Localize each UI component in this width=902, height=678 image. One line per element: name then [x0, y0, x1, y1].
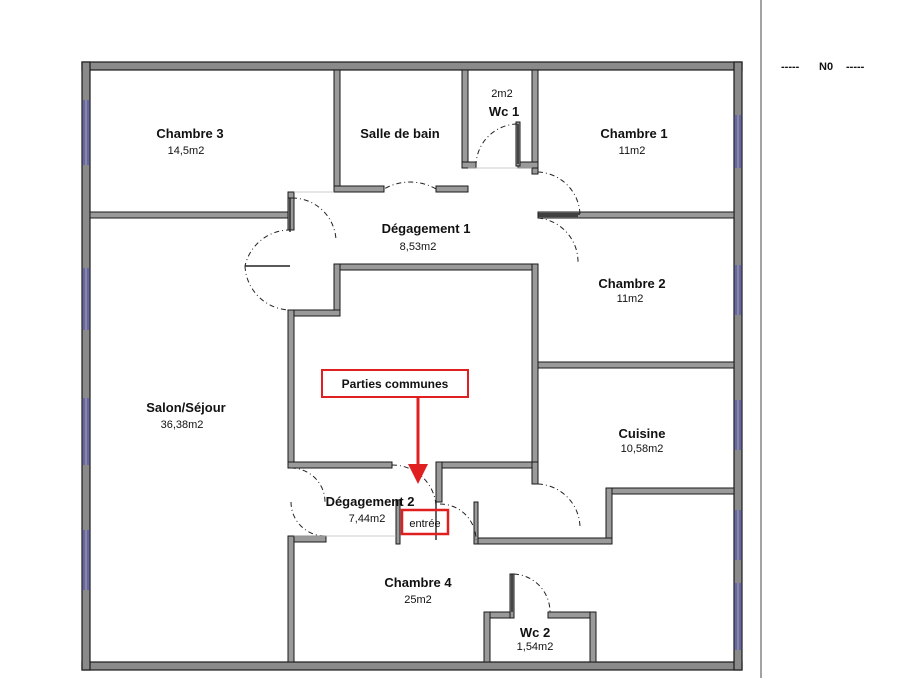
room-name: Chambre 3 — [156, 126, 223, 141]
room-name: Salon/Séjour — [146, 400, 225, 415]
room-area: 11m2 — [617, 293, 644, 305]
windows-left — [83, 100, 89, 590]
room-area: 14,5m2 — [168, 145, 205, 157]
callout-box — [321, 369, 469, 398]
interior-walls — [89, 69, 735, 663]
exterior-walls — [81, 61, 743, 671]
room-area: 10,58m2 — [621, 443, 664, 455]
room-name: Wc 1 — [489, 104, 519, 119]
level-prefix: ----- — [781, 61, 800, 73]
room-chambre-1: Chambre 1 11m2 — [600, 126, 667, 157]
room-chambre-3: Chambre 3 14,5m2 — [156, 126, 223, 157]
parties-communes-callout: Parties communes — [321, 369, 469, 398]
room-area: 25m2 — [404, 594, 432, 606]
room-wc-2: Wc 2 1,54m2 — [517, 625, 554, 653]
room-name: Dégagement 1 — [382, 221, 471, 236]
room-name: Dégagement 2 — [326, 494, 415, 509]
level-suffix: ----- — [846, 61, 865, 73]
room-chambre-2: Chambre 2 11m2 — [598, 276, 665, 305]
room-area: 8,53m2 — [400, 241, 437, 253]
room-cuisine: Cuisine 10,58m2 — [619, 426, 666, 455]
door-swings — [244, 123, 581, 613]
room-wc-1: 2m2 Wc 1 — [489, 88, 519, 119]
room-degagement-1: Dégagement 1 8,53m2 — [382, 221, 471, 253]
entree-box — [400, 508, 450, 536]
level-indicator: ----- N0 ----- — [781, 61, 865, 73]
entree-callout: entrée — [400, 508, 450, 536]
room-area: 2m2 — [491, 88, 512, 100]
room-area: 7,44m2 — [349, 513, 386, 525]
level-label: N0 — [819, 61, 833, 73]
entree-label: entrée — [409, 518, 440, 530]
room-name: Cuisine — [619, 426, 666, 441]
room-name: Salle de bain — [360, 126, 440, 141]
room-salon-sejour: Salon/Séjour 36,38m2 — [146, 400, 225, 431]
room-name: Chambre 4 — [384, 575, 452, 590]
room-name: Wc 2 — [520, 625, 550, 640]
room-area: 11m2 — [619, 145, 646, 157]
guide-lines — [294, 167, 532, 537]
room-area: 36,38m2 — [161, 419, 204, 431]
windows-right — [735, 115, 741, 650]
room-chambre-4: Chambre 4 25m2 — [384, 575, 452, 606]
room-name: Chambre 2 — [598, 276, 665, 291]
room-salle-de-bain: Salle de bain — [360, 126, 440, 141]
room-degagement-2: Dégagement 2 7,44m2 — [326, 494, 415, 525]
entry-arrow — [408, 397, 428, 484]
callout-label: Parties communes — [342, 377, 449, 391]
room-name: Chambre 1 — [600, 126, 667, 141]
room-area: 1,54m2 — [517, 641, 554, 653]
